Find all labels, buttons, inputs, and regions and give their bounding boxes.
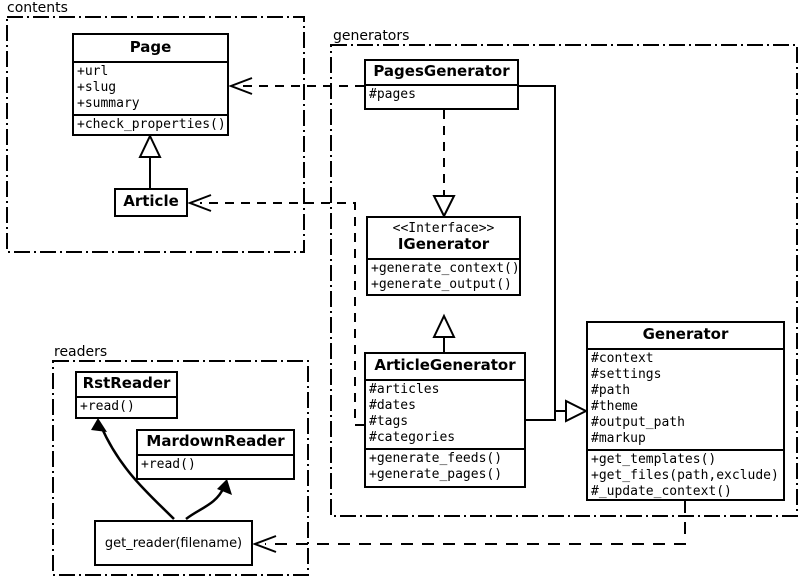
class-box-rst-reader[interactable]: RstReader +read() — [75, 371, 178, 419]
package-label-contents: contents — [4, 0, 71, 16]
class-operation-row: +generate_pages() — [369, 467, 503, 482]
class-name-page: Page — [129, 38, 172, 56]
class-attributes-article-generator: #articles #dates #tags #categories — [366, 379, 524, 448]
class-operations-article-generator: +generate_feeds() +generate_pages() — [366, 448, 524, 485]
class-attribute-row: +url — [77, 64, 109, 79]
class-box-mardown-reader[interactable]: MardownReader +read() — [136, 429, 295, 480]
class-operations-rst-reader: +read() — [77, 396, 176, 417]
class-attribute-row: +slug — [77, 80, 117, 95]
class-attribute-row: #categories — [369, 430, 456, 445]
class-box-article[interactable]: Article — [114, 188, 188, 217]
class-operations-mardown-reader: +read() — [138, 454, 293, 475]
class-box-page[interactable]: Page +url +slug +summary +check_properti… — [72, 33, 229, 136]
class-attribute-row: +summary — [77, 96, 140, 111]
relation-pagesgenerator-depends-page — [228, 77, 364, 95]
class-name-mardown-reader: MardownReader — [146, 432, 285, 450]
class-operation-row: +check_properties() — [77, 117, 226, 132]
function-label-get-reader: get_reader(filename) — [104, 535, 243, 551]
class-attributes-pages-generator: #pages — [366, 84, 517, 105]
class-operation-row: +generate_output() — [371, 277, 512, 292]
class-box-article-generator[interactable]: ArticleGenerator #articles #dates #tags … — [364, 352, 526, 488]
class-attribute-row: #output_path — [591, 415, 685, 430]
class-attributes-page: +url +slug +summary — [74, 61, 227, 114]
class-operation-row: +read() — [80, 399, 135, 414]
class-name-article-generator: ArticleGenerator — [374, 356, 516, 374]
class-box-generator[interactable]: Generator #context #settings #path #them… — [586, 321, 785, 501]
package-label-generators: generators — [330, 28, 413, 44]
class-operations-generator: +get_templates() +get_files(path,exclude… — [588, 449, 783, 502]
relation-getreader-returns-mardownreader — [185, 479, 232, 520]
class-attribute-row: #tags — [369, 414, 409, 429]
package-border-generators — [330, 44, 798, 517]
class-operation-row: +generate_feeds() — [369, 451, 503, 466]
package-border-contents — [6, 16, 305, 253]
relation-generators-extend-generator — [519, 85, 589, 423]
class-operation-row: +generate_context() — [371, 261, 520, 276]
relation-articlegenerator-depends-article — [187, 194, 364, 426]
class-name-rst-reader: RstReader — [82, 374, 171, 392]
class-name-article: Article — [123, 192, 179, 210]
class-name-pages-generator: PagesGenerator — [373, 62, 510, 80]
class-attribute-row: #markup — [591, 431, 646, 446]
relation-pagesgenerator-realizes-igenerator — [432, 110, 456, 219]
relation-article-inherits-page — [138, 133, 162, 188]
class-operation-row: +read() — [141, 457, 196, 472]
package-label-readers: readers — [51, 344, 111, 360]
function-box-get-reader[interactable]: get_reader(filename) — [94, 520, 253, 566]
class-attributes-generator: #context #settings #path #theme #output_… — [588, 348, 783, 449]
relation-getreader-returns-rstreader — [91, 418, 175, 520]
class-operation-row: +get_templates() — [591, 452, 717, 467]
class-attribute-row: #theme — [591, 399, 638, 414]
class-attribute-row: #path — [591, 383, 631, 398]
class-operation-row: +get_files(path,exclude) — [591, 468, 779, 483]
class-operations-igenerator: +generate_context() +generate_output() — [368, 258, 520, 295]
class-name-igenerator: IGenerator — [397, 235, 490, 253]
class-attribute-row: #settings — [591, 367, 662, 382]
class-attribute-row: #context — [591, 351, 654, 366]
class-box-igenerator[interactable]: <<Interface>> IGenerator +generate_conte… — [366, 216, 521, 296]
class-operations-page: +check_properties() — [74, 114, 227, 135]
class-attribute-row: #dates — [369, 398, 416, 413]
relation-generator-depends-getreader — [252, 501, 686, 553]
class-stereotype-igenerator: <<Interface>> — [392, 221, 495, 236]
class-operation-row: #_update_context() — [591, 484, 732, 499]
class-attribute-row: #pages — [369, 87, 416, 102]
class-attribute-row: #articles — [369, 382, 440, 397]
class-name-generator: Generator — [642, 325, 729, 343]
relation-articlegenerator-realizes-igenerator — [432, 313, 456, 352]
class-box-pages-generator[interactable]: PagesGenerator #pages — [364, 59, 519, 110]
